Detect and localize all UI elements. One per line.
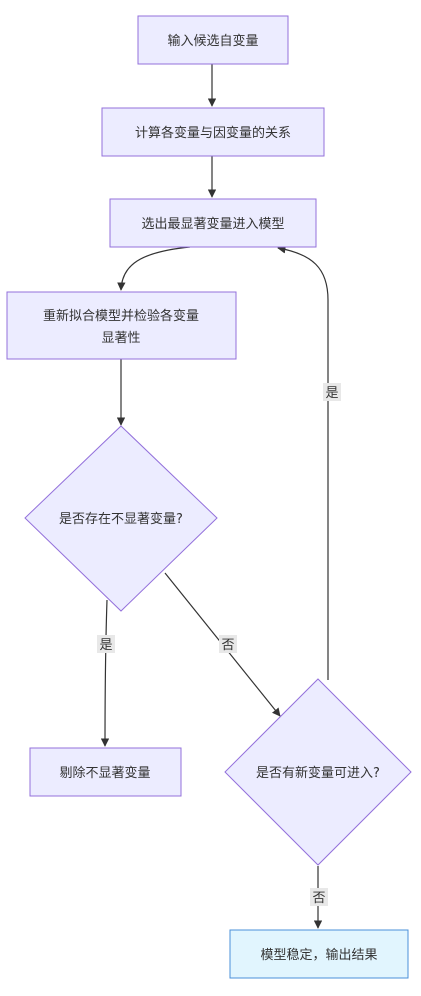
edge-label-d2-no-text: 否 <box>312 891 325 906</box>
edge-label-d2-no: 否 <box>310 888 328 906</box>
node-decision1-label: 是否存在不显著变量? <box>59 511 183 527</box>
node-decision1: 是否存在不显著变量? <box>24 425 218 612</box>
edge-label-d1-no: 否 <box>219 635 237 653</box>
node-decision2-label: 是否有新变量可进入? <box>256 765 380 781</box>
node-end: 模型稳定，输出结果 <box>229 929 409 979</box>
edge-label-d2-yes: 是 <box>323 383 341 401</box>
edge-label-d1-yes: 是 <box>97 635 115 653</box>
edge-select-to-refit <box>117 246 191 291</box>
node-refit-label-line1: 重新拟合模型并检验各变量 <box>43 308 199 324</box>
node-end-label: 模型稳定，输出结果 <box>260 947 377 963</box>
node-select-label: 选出最显著变量进入模型 <box>141 216 284 232</box>
node-input-label: 输入候选自变量 <box>167 33 258 49</box>
node-input: 输入候选自变量 <box>137 15 289 65</box>
node-decision2: 是否有新变量可进入? <box>224 678 412 866</box>
edge-label-d1-no-text: 否 <box>221 638 234 653</box>
node-calc: 计算各变量与因变量的关系 <box>101 107 325 157</box>
node-calc-label: 计算各变量与因变量的关系 <box>135 125 291 141</box>
node-remove-label: 剔除不显著变量 <box>59 765 150 781</box>
node-select: 选出最显著变量进入模型 <box>109 198 317 248</box>
node-refit: 重新拟合模型并检验各变量 显著性 <box>6 291 237 360</box>
node-refit-label-line2: 显著性 <box>101 331 140 346</box>
edge-label-d1-yes-text: 是 <box>99 638 112 653</box>
edge-decision2-yes-to-select <box>277 245 329 680</box>
edge-decision1-yes-to-remove <box>100 599 110 747</box>
edge-label-d2-yes-text: 是 <box>325 386 338 401</box>
node-remove: 剔除不显著变量 <box>29 747 182 797</box>
